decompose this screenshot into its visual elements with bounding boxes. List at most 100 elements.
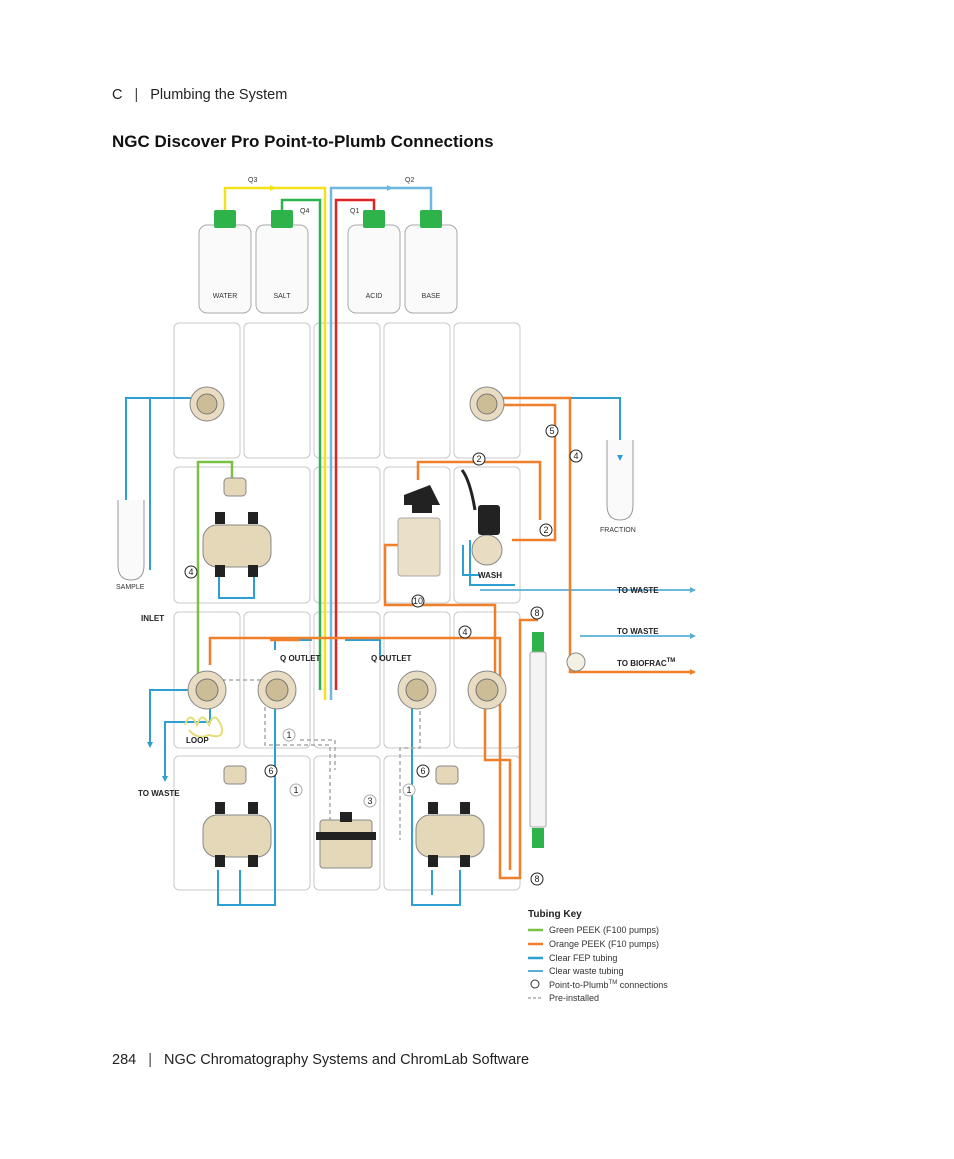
inlet-label: INLET [141,614,164,623]
page-number: 284 [112,1052,137,1068]
connection-marker: 6 [264,764,278,778]
fraction-tube: FRACTION [600,440,636,534]
svg-text:8: 8 [534,874,539,884]
svg-text:Green PEEK (F100 pumps): Green PEEK (F100 pumps) [549,925,659,935]
sample-inject-valve [187,670,227,710]
key-item-green: Green PEEK (F100 pumps) [528,925,659,935]
svg-text:4: 4 [573,451,578,461]
connection-marker: 4 [569,449,583,463]
salt-label: SALT [274,293,292,300]
q1-label: Q1 [350,208,359,215]
wash-label: WASH [478,571,502,580]
uv-detector [397,485,441,577]
acid-label: ACID [366,293,383,300]
chapter-title: Plumbing the System [150,87,288,103]
valves [187,386,586,710]
base-label: BASE [422,293,441,300]
svg-text:Orange PEEK (F10 pumps): Orange PEEK (F10 pumps) [549,939,659,949]
outlet-valve-top [469,386,505,422]
mixer [316,812,376,869]
svg-text:5: 5 [549,426,554,436]
running-header: C | Plumbing the System [112,87,287,103]
to-waste-1-label: TO WASTE [617,586,659,595]
flow-arrows [147,185,696,782]
connection-marker: 2 [539,523,553,537]
connection-marker: 3 [363,794,377,808]
key-item-orange: Orange PEEK (F10 pumps) [528,939,659,949]
svg-text:Point-to-PlumbTM connections: Point-to-PlumbTM connections [549,980,668,990]
q-outlet-right-label: Q OUTLET [371,654,412,663]
connection-marker: 2 [472,452,486,466]
water-bottle: WATER [198,210,252,314]
tubing-key: Tubing Key Green PEEK (F100 pumps) Orang… [528,909,668,1003]
key-item-waste: Clear waste tubing [528,966,624,976]
sample-pump [202,477,272,577]
svg-text:8: 8 [534,608,539,618]
svg-text:4: 4 [188,567,193,577]
svg-text:1: 1 [286,730,291,740]
connection-marker: 1 [289,783,303,797]
connection-marker: 6 [416,764,430,778]
key-item-fep: Clear FEP tubing [528,953,617,963]
green-tubing [196,460,234,690]
system-pump-a [202,765,272,867]
svg-text:6: 6 [268,766,273,776]
preinstalled-lines [222,679,421,840]
to-waste-left-label: TO WASTE [138,789,180,798]
to-waste-2-label: TO WASTE [617,627,659,636]
svg-text:1: 1 [406,785,411,795]
section-letter: C [112,87,123,103]
water-label: WATER [213,293,238,300]
q3-label: Q3 [248,177,257,184]
bottles: WATER SALT ACID BASE [198,210,458,314]
svg-text:2: 2 [543,525,548,535]
footer-separator: | [148,1052,152,1068]
svg-text:2: 2 [476,454,481,464]
connection-marker: 4 [458,625,472,639]
tubing-key-title: Tubing Key [528,909,582,920]
svg-text:6: 6 [420,766,425,776]
svg-text:Pre-installed: Pre-installed [549,993,599,1003]
svg-text:Clear waste tubing: Clear waste tubing [549,966,624,976]
connection-marker: 10 [411,594,425,608]
svg-text:3: 3 [367,796,372,806]
biofrac-splitter [566,652,586,672]
loop-label: LOOP [186,736,209,745]
conductivity-monitor [460,469,500,535]
header-separator: | [134,87,139,103]
connection-markers: 5 4 2 2 4 10 8 4 6 6 8 1 1 1 3 [184,424,583,886]
mixer-valve-left [257,670,297,710]
connection-marker: 8 [530,872,544,886]
orange-tubing [208,396,690,880]
q4-label: Q4 [300,208,309,215]
to-biofrac-label: TO BIOFRACTM [617,658,675,668]
mixer-valve-right [397,670,437,710]
connection-marker: 1 [402,783,416,797]
blue-tubing [125,397,621,906]
connection-marker: 8 [530,606,544,620]
svg-text:10: 10 [413,596,423,606]
inlet-valve-top [189,386,225,422]
sample-tube: SAMPLE [116,500,145,591]
running-footer: 284 | NGC Chromatography Systems and Chrom… [112,1052,529,1068]
svg-text:1: 1 [293,785,298,795]
column-switching-valve [467,670,507,710]
connection-marker: 4 [184,565,198,579]
connection-marker: 1 [282,728,296,742]
connection-marker: 5 [545,424,559,438]
q-outlet-left-label: Q OUTLET [280,654,321,663]
fraction-label: FRACTION [600,527,636,534]
book-title: NGC Chromatography Systems and ChromLab … [163,1052,530,1068]
q2-label: Q2 [405,177,414,184]
svg-text:4: 4 [462,627,467,637]
svg-text:Clear FEP tubing: Clear FEP tubing [549,953,617,963]
key-item-ptp: Point-to-PlumbTM connections [530,979,668,990]
waste-tubing [480,589,690,637]
page-title: NGC Discover Pro Point-to-Plumb Connecti… [112,132,494,151]
sample-label: SAMPLE [116,584,145,591]
pumps [202,477,485,869]
sample-loop [184,716,224,738]
key-item-preinstalled: Pre-installed [528,993,599,1003]
base-bottle: BASE [404,210,458,314]
system-pump-b [415,765,485,867]
